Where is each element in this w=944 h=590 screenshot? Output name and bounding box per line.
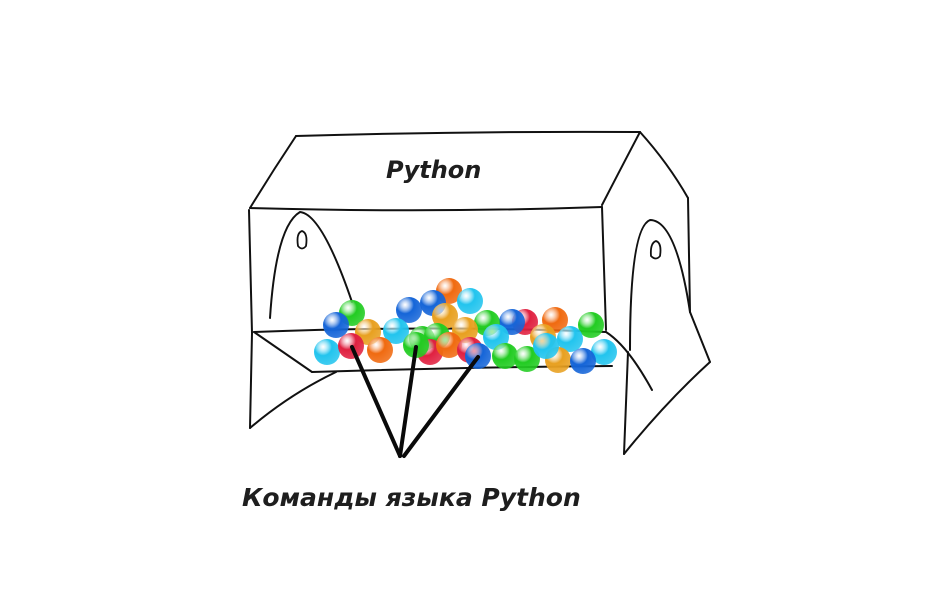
left-brace: [249, 371, 337, 429]
box-label: Python: [386, 156, 482, 184]
ball: [514, 346, 540, 372]
pointer-line-left: [350, 345, 402, 458]
ball: [570, 348, 596, 374]
ball: [383, 318, 409, 344]
tray-left-side: [253, 331, 313, 373]
ball: [436, 332, 462, 358]
left-panel-edge: [248, 209, 253, 334]
right-panel-edge: [687, 197, 691, 313]
ball: [578, 312, 604, 338]
ball: [492, 343, 518, 369]
pointer-line-right: [402, 355, 480, 458]
caption-label: Команды языка Python: [242, 483, 581, 512]
ball: [367, 337, 393, 363]
pointer-line-middle: [398, 345, 418, 458]
left-leg: [249, 332, 253, 429]
lid-right-edge: [601, 131, 641, 206]
lid-right-slope: [639, 131, 689, 199]
ball: [323, 312, 349, 338]
ball: [314, 339, 340, 365]
right-slot: [649, 240, 662, 260]
ball: [396, 297, 422, 323]
ball: [533, 333, 559, 359]
right-arch: [629, 219, 691, 351]
ball: [557, 326, 583, 352]
right-leg: [623, 351, 629, 455]
right-back-edge: [601, 206, 607, 331]
left-slot: [296, 230, 308, 250]
lid-left-edge: [249, 135, 297, 209]
ball: [457, 288, 483, 314]
ball: [591, 339, 617, 365]
right-outer-leg: [689, 311, 711, 363]
pointer-lines: [350, 345, 480, 458]
lid-front-edge: [249, 206, 603, 212]
ball: [432, 303, 458, 329]
right-brace: [623, 361, 711, 455]
lid-back-edge: [295, 130, 641, 137]
left-arch: [269, 211, 353, 319]
